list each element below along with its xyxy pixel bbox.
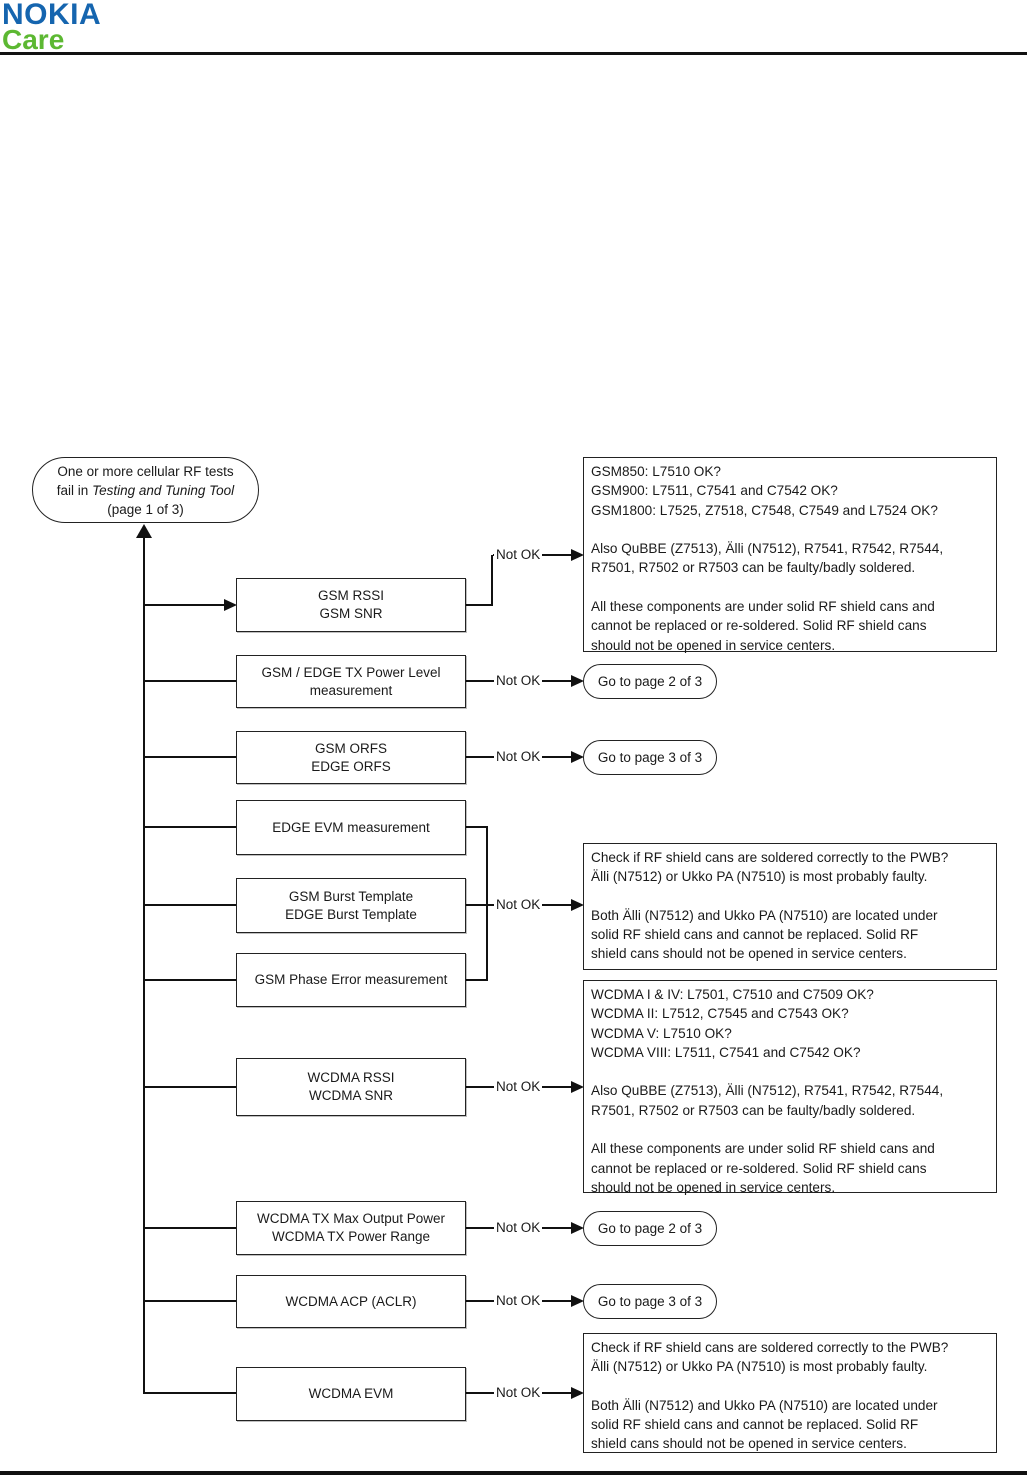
branch-line-9 (144, 1300, 236, 1302)
footer-rule (0, 1471, 1027, 1475)
result-box-gsm-shield: Check if RF shield cans are soldered cor… (583, 843, 997, 970)
not-ok-label: Not OK (494, 1384, 543, 1401)
goto-node-page2-a: Go to page 2 of 3 (583, 664, 717, 699)
goto-node-page2-b: Go to page 2 of 3 (583, 1211, 717, 1246)
not-ok-label: Not OK (494, 546, 543, 563)
not-ok-label: Not OK (494, 1078, 543, 1095)
process-box-wcdma-rssi: WCDMA RSSI WCDMA SNR (236, 1058, 466, 1116)
care-logo: Care (2, 24, 65, 55)
not-ok-label: Not OK (494, 1219, 543, 1236)
branch-line-5 (144, 904, 236, 906)
trunk-line (143, 537, 145, 1394)
arrowhead-right-icon (571, 1387, 584, 1399)
process-box-edge-evm: EDGE EVM measurement (236, 800, 466, 855)
process-box-gsm-rssi: GSM RSSI GSM SNR (236, 578, 466, 632)
connector-line (466, 826, 488, 828)
header-rule (0, 52, 1027, 55)
arrowhead-right-icon (571, 549, 584, 561)
branch-line-3 (144, 756, 236, 758)
process-box-gsm-phase-error: GSM Phase Error measurement (236, 953, 466, 1007)
arrowhead-up-icon (136, 524, 152, 538)
arrowhead-right-icon (571, 1081, 584, 1093)
arrowhead-right-icon (571, 675, 584, 687)
start-node-line1: One or more cellular RF tests (57, 463, 234, 479)
arrowhead-right-icon (224, 599, 237, 611)
result-box-gsm-rssi: GSM850: L7510 OK? GSM900: L7511, C7541 a… (583, 457, 997, 653)
process-box-gsm-edge-tx-power: GSM / EDGE TX Power Level measurement (236, 655, 466, 708)
start-node-line3: (page 1 of 3) (107, 501, 184, 517)
connector-line (466, 904, 488, 906)
process-box-burst-template: GSM Burst Template EDGE Burst Template (236, 878, 466, 933)
branch-line-10 (144, 1392, 236, 1394)
arrowhead-right-icon (571, 1295, 584, 1307)
branch-line-4 (144, 826, 236, 828)
branch-line-8 (144, 1227, 236, 1229)
not-ok-label: Not OK (494, 672, 543, 689)
not-ok-label: Not OK (494, 748, 543, 765)
bracket-line (486, 826, 488, 981)
connector-line (491, 555, 493, 606)
goto-node-page3-b: Go to page 3 of 3 (583, 1284, 717, 1319)
process-box-wcdma-tx-power: WCDMA TX Max Output Power WCDMA TX Power… (236, 1201, 466, 1255)
result-box-wcdma-rssi: WCDMA I & IV: L7501, C7510 and C7509 OK?… (583, 980, 997, 1195)
branch-line-7 (144, 1086, 236, 1088)
process-box-gsm-orfs: GSM ORFS EDGE ORFS (236, 731, 466, 784)
process-box-wcdma-evm: WCDMA EVM (236, 1367, 466, 1421)
arrowhead-right-icon (571, 899, 584, 911)
process-box-wcdma-acp: WCDMA ACP (ACLR) (236, 1275, 466, 1328)
start-node: One or more cellular RF tests fail in Te… (32, 457, 259, 523)
not-ok-label: Not OK (494, 1292, 543, 1309)
branch-line-6 (144, 979, 236, 981)
connector-line (466, 979, 488, 981)
branch-line-1 (144, 604, 225, 606)
result-box-wcdma-shield: Check if RF shield cans are soldered cor… (583, 1333, 997, 1453)
nokia-logo: NOKIA (2, 0, 102, 31)
goto-node-page3-a: Go to page 3 of 3 (583, 740, 717, 775)
start-node-line2: fail in Testing and Tuning Tool (56, 482, 235, 498)
connector-line (466, 604, 493, 606)
branch-line-2 (144, 680, 236, 682)
arrowhead-right-icon (571, 1222, 584, 1234)
arrowhead-right-icon (571, 751, 584, 763)
not-ok-label: Not OK (494, 896, 543, 913)
